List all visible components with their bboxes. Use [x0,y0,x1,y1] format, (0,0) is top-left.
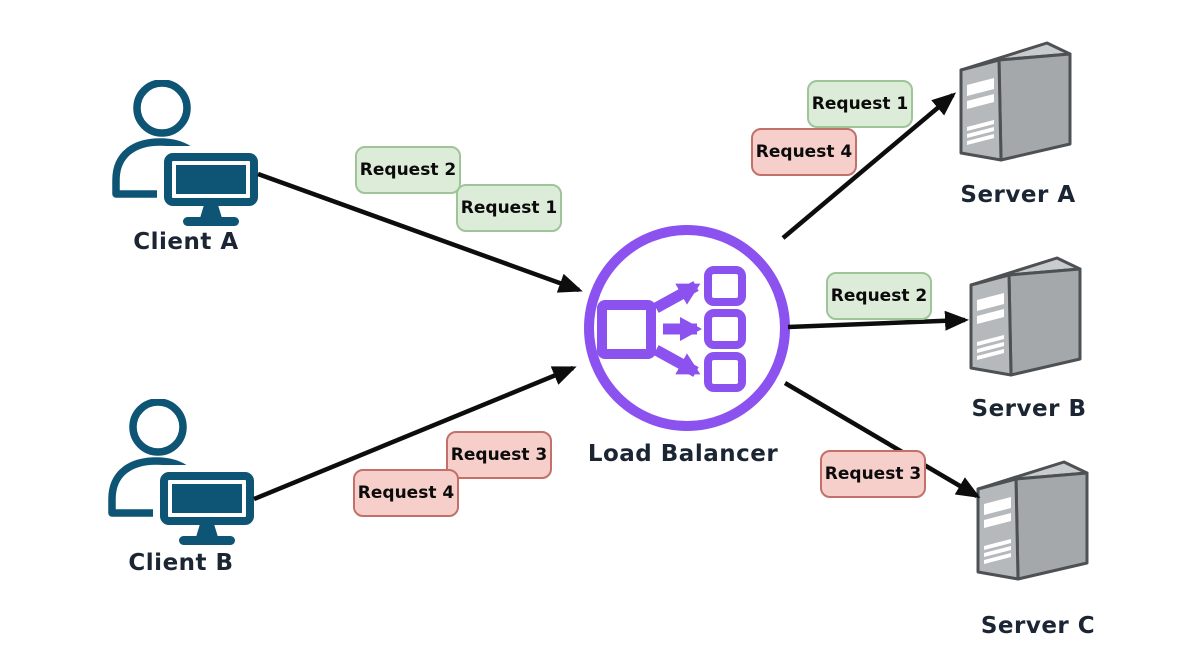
load-balancer-label: Load Balancer [587,441,779,467]
request-badge-server-a-4: Request 4 [751,128,857,176]
request-badge-server-c-3: Request 3 [820,450,926,498]
request-badge-client-a-1: Request 1 [456,184,562,232]
client-b-icon [112,402,261,545]
lb-input-square [597,300,656,359]
server-b-label: Server B [971,396,1087,422]
connection-arrows [253,92,981,502]
request-badge-client-b-4: Request 4 [353,469,459,517]
lb-target-squares [704,266,746,392]
arrow-lb-to-server-c [783,381,981,499]
load-balancer-icon [584,225,790,431]
server-c-label: Server C [980,613,1096,639]
request-badge-server-b-2: Request 2 [826,272,932,320]
client-a-label: Client A [133,229,239,255]
arrow-lb-to-server-a [781,92,957,240]
arrow-client-a-to-lb [257,171,583,293]
server-c-icon [976,460,1089,581]
arrow-client-b-to-lb [253,365,577,502]
server-b-icon [969,256,1082,377]
request-badge-client-b-3: Request 3 [446,431,552,479]
lb-fanout-arrows [653,281,702,377]
server-a-label: Server A [960,182,1076,208]
arrow-lb-to-server-b [787,310,969,331]
client-a-icon [116,83,265,226]
request-badge-client-a-2: Request 2 [355,146,461,194]
client-b-label: Client B [128,550,234,576]
server-a-icon [959,41,1072,162]
request-badge-server-a-1: Request 1 [807,80,913,128]
